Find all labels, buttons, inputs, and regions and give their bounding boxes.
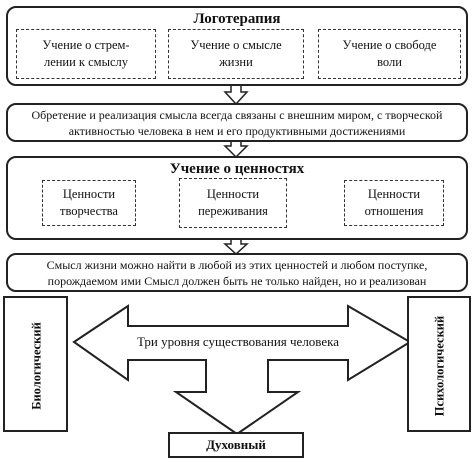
- statement-meaning-realization: Обретение и реализация смысла всегда свя…: [6, 103, 468, 142]
- three-way-arrow: [72, 304, 412, 436]
- values-title: Учение о ценностях: [169, 161, 305, 177]
- statement-meaning-found: Смысл жизни можно найти в любой из этих …: [6, 253, 468, 292]
- psychological-level-label: Психологический: [432, 315, 447, 417]
- values-item-experience: Ценности переживания: [179, 178, 287, 228]
- three-levels-label: Три уровня существования человека: [136, 334, 340, 349]
- logotherapy-item-striving: Учение о стрем- лении к смыслу: [16, 29, 156, 79]
- values-item-creativity: Ценности творчества: [42, 180, 136, 226]
- spiritual-level-box: Духовный: [168, 432, 304, 458]
- down-arrow-1: [223, 83, 249, 106]
- logotherapy-item-meaning: Учение о смысле жизни: [168, 29, 304, 79]
- psychological-level-box: Психологический: [407, 296, 471, 432]
- spiritual-level-label: Духовный: [206, 437, 266, 452]
- logotherapy-item-freedom: Учение о свободе воли: [318, 29, 461, 79]
- biological-level-box: Биологический: [3, 296, 68, 432]
- biological-level-label: Биологический: [29, 322, 44, 410]
- values-item-attitude: Ценности отношения: [344, 180, 444, 226]
- logotherapy-title: Логотерапия: [193, 11, 281, 27]
